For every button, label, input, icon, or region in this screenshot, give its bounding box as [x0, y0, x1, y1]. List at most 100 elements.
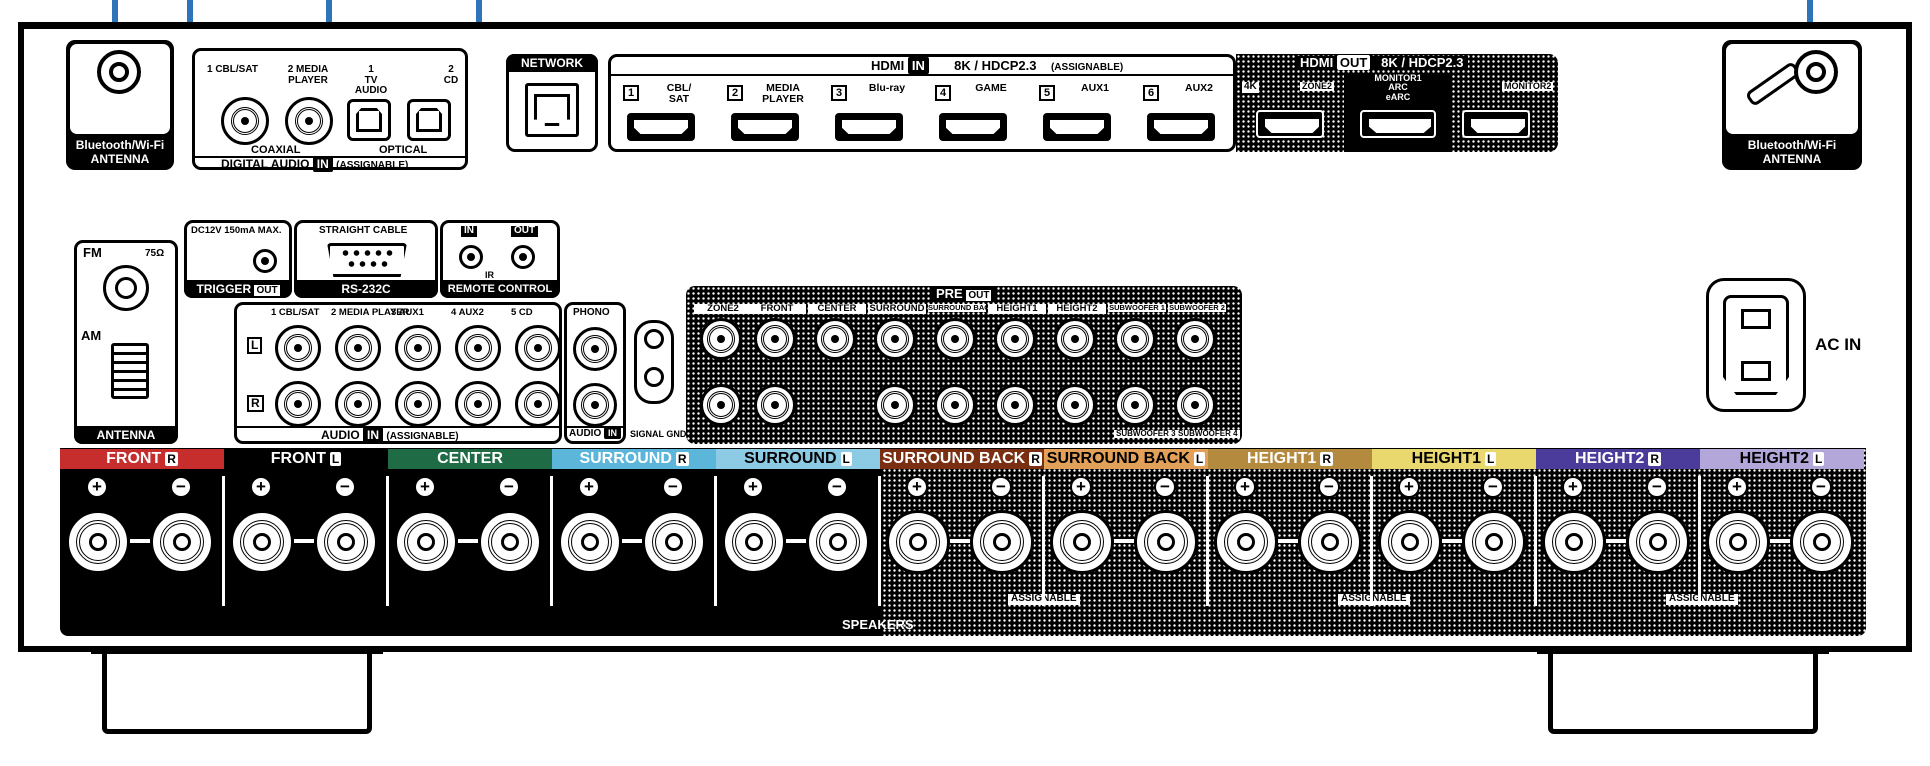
pre-out-jack-bottom[interactable]	[994, 384, 1036, 426]
pre-out-jack-bottom[interactable]	[700, 384, 742, 426]
phono-in-tag: IN	[604, 427, 622, 439]
audio-in-l-jack[interactable]	[515, 325, 561, 371]
remote-in-jack[interactable]	[459, 245, 483, 269]
audio-in-l-jack[interactable]	[455, 325, 501, 371]
audio-in-r-label: R	[247, 395, 264, 412]
audio-in-r-jack[interactable]	[395, 381, 441, 427]
speaker-plus-terminal[interactable]	[722, 510, 786, 574]
speaker-minus-terminal[interactable]	[642, 510, 706, 574]
digital-audio-title-text: DIGITAL AUDIO	[221, 157, 310, 171]
speaker-minus-sign: −	[662, 476, 684, 498]
speaker-minus-terminal[interactable]	[806, 510, 870, 574]
pre-out-jack-top[interactable]	[934, 318, 976, 360]
trigger-jack[interactable]	[253, 249, 277, 273]
speaker-minus-terminal[interactable]	[1298, 510, 1362, 574]
phono-l-jack[interactable]	[573, 327, 617, 371]
speaker-terminal-link	[622, 539, 642, 543]
fm-connector[interactable]	[103, 265, 149, 311]
hdmi-out-zone2-port[interactable]	[1256, 110, 1324, 138]
audio-in-l-jack[interactable]	[335, 325, 381, 371]
speaker-minus-terminal[interactable]	[314, 510, 378, 574]
audio-in-r-jack[interactable]	[335, 381, 381, 427]
pre-out-jack-top[interactable]	[994, 318, 1036, 360]
speaker-minus-terminal[interactable]	[478, 510, 542, 574]
left-antenna-panel: Bluetooth/Wi-Fi ANTENNA	[66, 40, 174, 170]
speaker-minus-sign: −	[826, 476, 848, 498]
hdmi-out-monitor1-label: MONITOR1 ARC eARC	[1374, 73, 1422, 102]
audio-in-r-jack[interactable]	[455, 381, 501, 427]
hdmi-in-port[interactable]	[627, 113, 695, 141]
am-connector[interactable]	[111, 343, 149, 399]
coaxial-in-2[interactable]	[285, 97, 333, 145]
pre-out-sub3-jack[interactable]	[1114, 384, 1156, 426]
signal-gnd-terminal[interactable]	[634, 320, 674, 404]
speaker-minus-terminal[interactable]	[970, 510, 1034, 574]
pre-out-jack-top[interactable]	[874, 318, 916, 360]
hdmi-in-port[interactable]	[835, 113, 903, 141]
speaker-minus-terminal[interactable]	[1626, 510, 1690, 574]
ethernet-port[interactable]	[525, 83, 579, 137]
speaker-minus-terminal[interactable]	[1134, 510, 1198, 574]
optical-in-2[interactable]	[407, 99, 451, 141]
audio-in-title: AUDIO IN (ASSIGNABLE)	[321, 427, 459, 443]
hdmi-in-name: GAME	[975, 82, 1007, 94]
hdmi-in-port[interactable]	[939, 113, 1007, 141]
speaker-terminal-link	[458, 539, 478, 543]
speaker-minus-terminal[interactable]	[150, 510, 214, 574]
pre-out-jack-bottom[interactable]	[934, 384, 976, 426]
hdmi-out-panel: HDMI OUT 8K / HDCP2.3 4K ZONE2 MONITOR1 …	[1236, 54, 1558, 152]
speaker-plus-terminal[interactable]	[1542, 510, 1606, 574]
audio-in-l-jack[interactable]	[395, 325, 441, 371]
optical-in-1[interactable]	[347, 99, 391, 141]
remote-label: REMOTE CONTROL	[440, 280, 560, 298]
audio-in-channel-label: 3 AUX1	[391, 307, 424, 318]
hdmi-out-monitor2-port[interactable]	[1462, 110, 1530, 138]
speaker-minus-terminal[interactable]	[1790, 510, 1854, 574]
phono-r-jack[interactable]	[573, 383, 617, 427]
ac-inlet[interactable]	[1706, 278, 1806, 412]
remote-out-jack[interactable]	[511, 245, 535, 269]
speaker-plus-terminal[interactable]	[66, 510, 130, 574]
rs232-port[interactable]	[327, 243, 407, 277]
pre-out-jack-bottom[interactable]	[1174, 384, 1216, 426]
right-antenna-connector[interactable]	[1794, 50, 1838, 94]
audio-in-r-jack[interactable]	[515, 381, 561, 427]
speaker-plus-terminal[interactable]	[886, 510, 950, 574]
speaker-minus-terminal[interactable]	[1462, 510, 1526, 574]
pre-out-channel-label: HEIGHT2	[1048, 304, 1106, 314]
pre-out-jack-top[interactable]	[1114, 318, 1156, 360]
speaker-plus-terminal[interactable]	[558, 510, 622, 574]
pre-out-jack-bottom[interactable]	[1054, 384, 1096, 426]
speaker-plus-terminal[interactable]	[1378, 510, 1442, 574]
speaker-plus-terminal[interactable]	[394, 510, 458, 574]
pre-out-jack-bottom[interactable]	[874, 384, 916, 426]
hdmi-in-number: 4	[935, 85, 951, 101]
pre-out-jack-top[interactable]	[814, 318, 856, 360]
pre-out-jack-top[interactable]	[754, 318, 796, 360]
pre-out-jack-top[interactable]	[1174, 318, 1216, 360]
speaker-plus-terminal[interactable]	[230, 510, 294, 574]
audio-in-l-jack[interactable]	[275, 325, 321, 371]
speaker-divider	[1370, 476, 1373, 606]
left-antenna-connector[interactable]	[97, 50, 141, 94]
right-antenna-label-2: ANTENNA	[1762, 152, 1822, 166]
audio-in-r-jack[interactable]	[275, 381, 321, 427]
hdmi-in-port[interactable]	[731, 113, 799, 141]
speaker-plus-terminal[interactable]	[1214, 510, 1278, 574]
pre-out-jack-top[interactable]	[1054, 318, 1096, 360]
speaker-channel-side: R	[1029, 452, 1042, 466]
speaker-minus-sign: −	[1154, 476, 1176, 498]
coaxial-in-1[interactable]	[221, 97, 269, 145]
hdmi-out-monitor1-port[interactable]	[1360, 110, 1436, 138]
pre-out-jack-bottom[interactable]	[754, 384, 796, 426]
speaker-plus-terminal[interactable]	[1706, 510, 1770, 574]
speaker-divider	[1206, 476, 1209, 606]
speaker-channel-side: R	[675, 452, 689, 466]
pre-out-jack-top[interactable]	[700, 318, 742, 360]
rs232-cable-label: STRAIGHT CABLE	[319, 225, 408, 236]
speaker-plus-terminal[interactable]	[1050, 510, 1114, 574]
hdmi-in-port[interactable]	[1147, 113, 1215, 141]
hdmi-in-port[interactable]	[1043, 113, 1111, 141]
